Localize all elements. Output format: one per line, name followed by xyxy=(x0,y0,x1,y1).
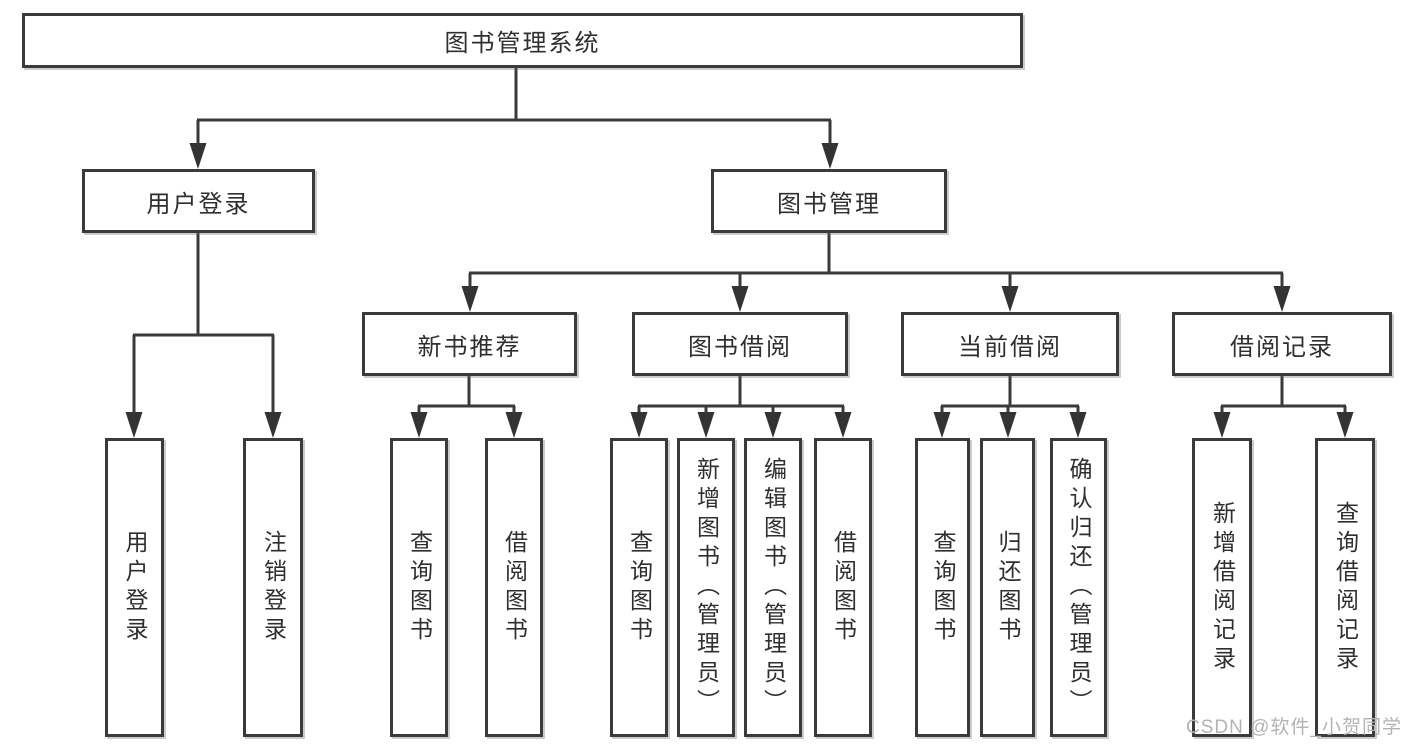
node-book-borrowing: 图书借阅 xyxy=(632,312,848,376)
node-root-system: 图书管理系统 xyxy=(22,13,1023,68)
node-label: 查询借阅记录 xyxy=(1332,500,1359,675)
node-label: 查询图书 xyxy=(930,529,956,646)
node-label: 图书管理 xyxy=(777,190,881,218)
node-label: 图书管理系统 xyxy=(444,30,601,57)
node-label: 新书推荐 xyxy=(417,333,522,361)
node-leaf-user-login: 用户登录 xyxy=(105,438,164,737)
node-label: 查询图书 xyxy=(626,529,653,646)
node-label: 用户登录 xyxy=(122,529,148,646)
node-label: 编辑图书（管理员） xyxy=(760,457,787,718)
node-label: 新增借阅记录 xyxy=(1209,500,1236,675)
node-label: 借阅图书 xyxy=(830,529,857,646)
node-leaf-bb-borrow-books: 借阅图书 xyxy=(814,438,872,737)
node-label: 归还图书 xyxy=(995,529,1021,646)
node-book-management: 图书管理 xyxy=(711,169,947,233)
node-label: 当前借阅 xyxy=(958,333,1062,361)
node-user-login: 用户登录 xyxy=(82,169,315,233)
node-leaf-cb-query-books: 查询图书 xyxy=(915,438,970,737)
node-leaf-br-query-record: 查询借阅记录 xyxy=(1315,438,1375,737)
node-label: 借阅记录 xyxy=(1230,333,1334,361)
node-label: 确认归还（管理员） xyxy=(1066,457,1092,718)
node-label: 用户登录 xyxy=(146,190,251,218)
node-new-book-recommend: 新书推荐 xyxy=(362,312,577,376)
node-leaf-bb-edit-books-admin: 编辑图书（管理员） xyxy=(744,438,802,737)
node-leaf-bb-add-books-admin: 新增图书（管理员） xyxy=(677,438,735,737)
node-label: 新增图书（管理员） xyxy=(693,457,720,718)
node-leaf-br-add-record: 新增借阅记录 xyxy=(1192,438,1252,737)
node-label: 图书借阅 xyxy=(688,333,792,361)
node-label: 注销登录 xyxy=(260,529,287,646)
node-label: 借阅图书 xyxy=(501,529,528,646)
node-leaf-rec-borrow-books: 借阅图书 xyxy=(485,438,543,737)
node-leaf-logout: 注销登录 xyxy=(243,438,303,737)
node-current-borrowing: 当前借阅 xyxy=(901,312,1119,376)
node-leaf-rec-query-books: 查询图书 xyxy=(390,438,448,737)
node-label: 查询图书 xyxy=(406,529,433,646)
node-leaf-cb-return-books: 归还图书 xyxy=(980,438,1035,737)
node-leaf-cb-confirm-return-admin: 确认归还（管理员） xyxy=(1050,438,1107,737)
node-leaf-bb-query-books: 查询图书 xyxy=(610,438,668,737)
node-borrowing-records: 借阅记录 xyxy=(1172,312,1392,376)
